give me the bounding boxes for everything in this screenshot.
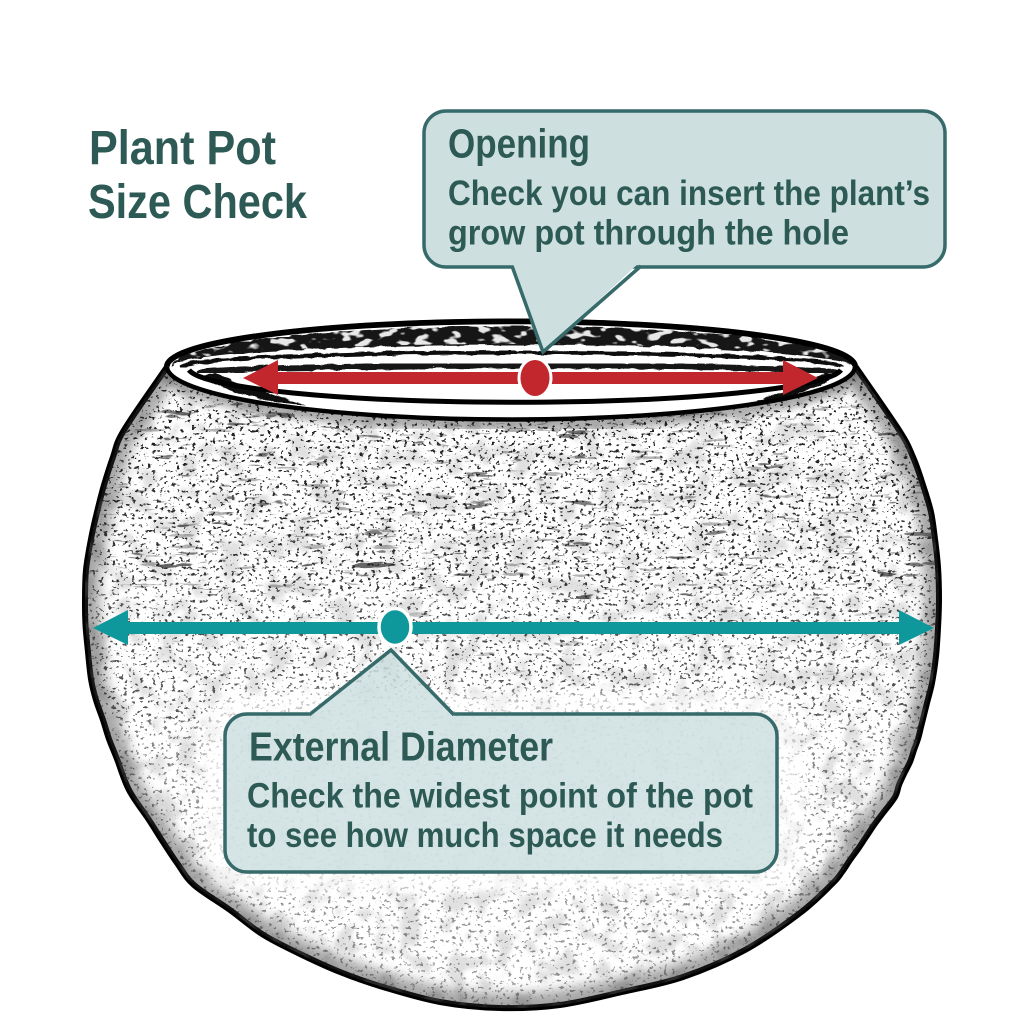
- svg-text:to see how much space it needs: to see how much space it needs: [247, 816, 723, 855]
- svg-text:External Diameter: External Diameter: [249, 723, 553, 769]
- svg-text:grow pot through the hole: grow pot through the hole: [448, 214, 849, 253]
- svg-text:Plant Pot: Plant Pot: [89, 122, 276, 175]
- svg-text:Size Check: Size Check: [88, 176, 307, 229]
- svg-text:Opening: Opening: [448, 120, 590, 166]
- svg-text:Check the widest point of the: Check the widest point of the pot: [247, 776, 753, 815]
- svg-text:Check you can insert the plant: Check you can insert the plant’s: [448, 174, 930, 213]
